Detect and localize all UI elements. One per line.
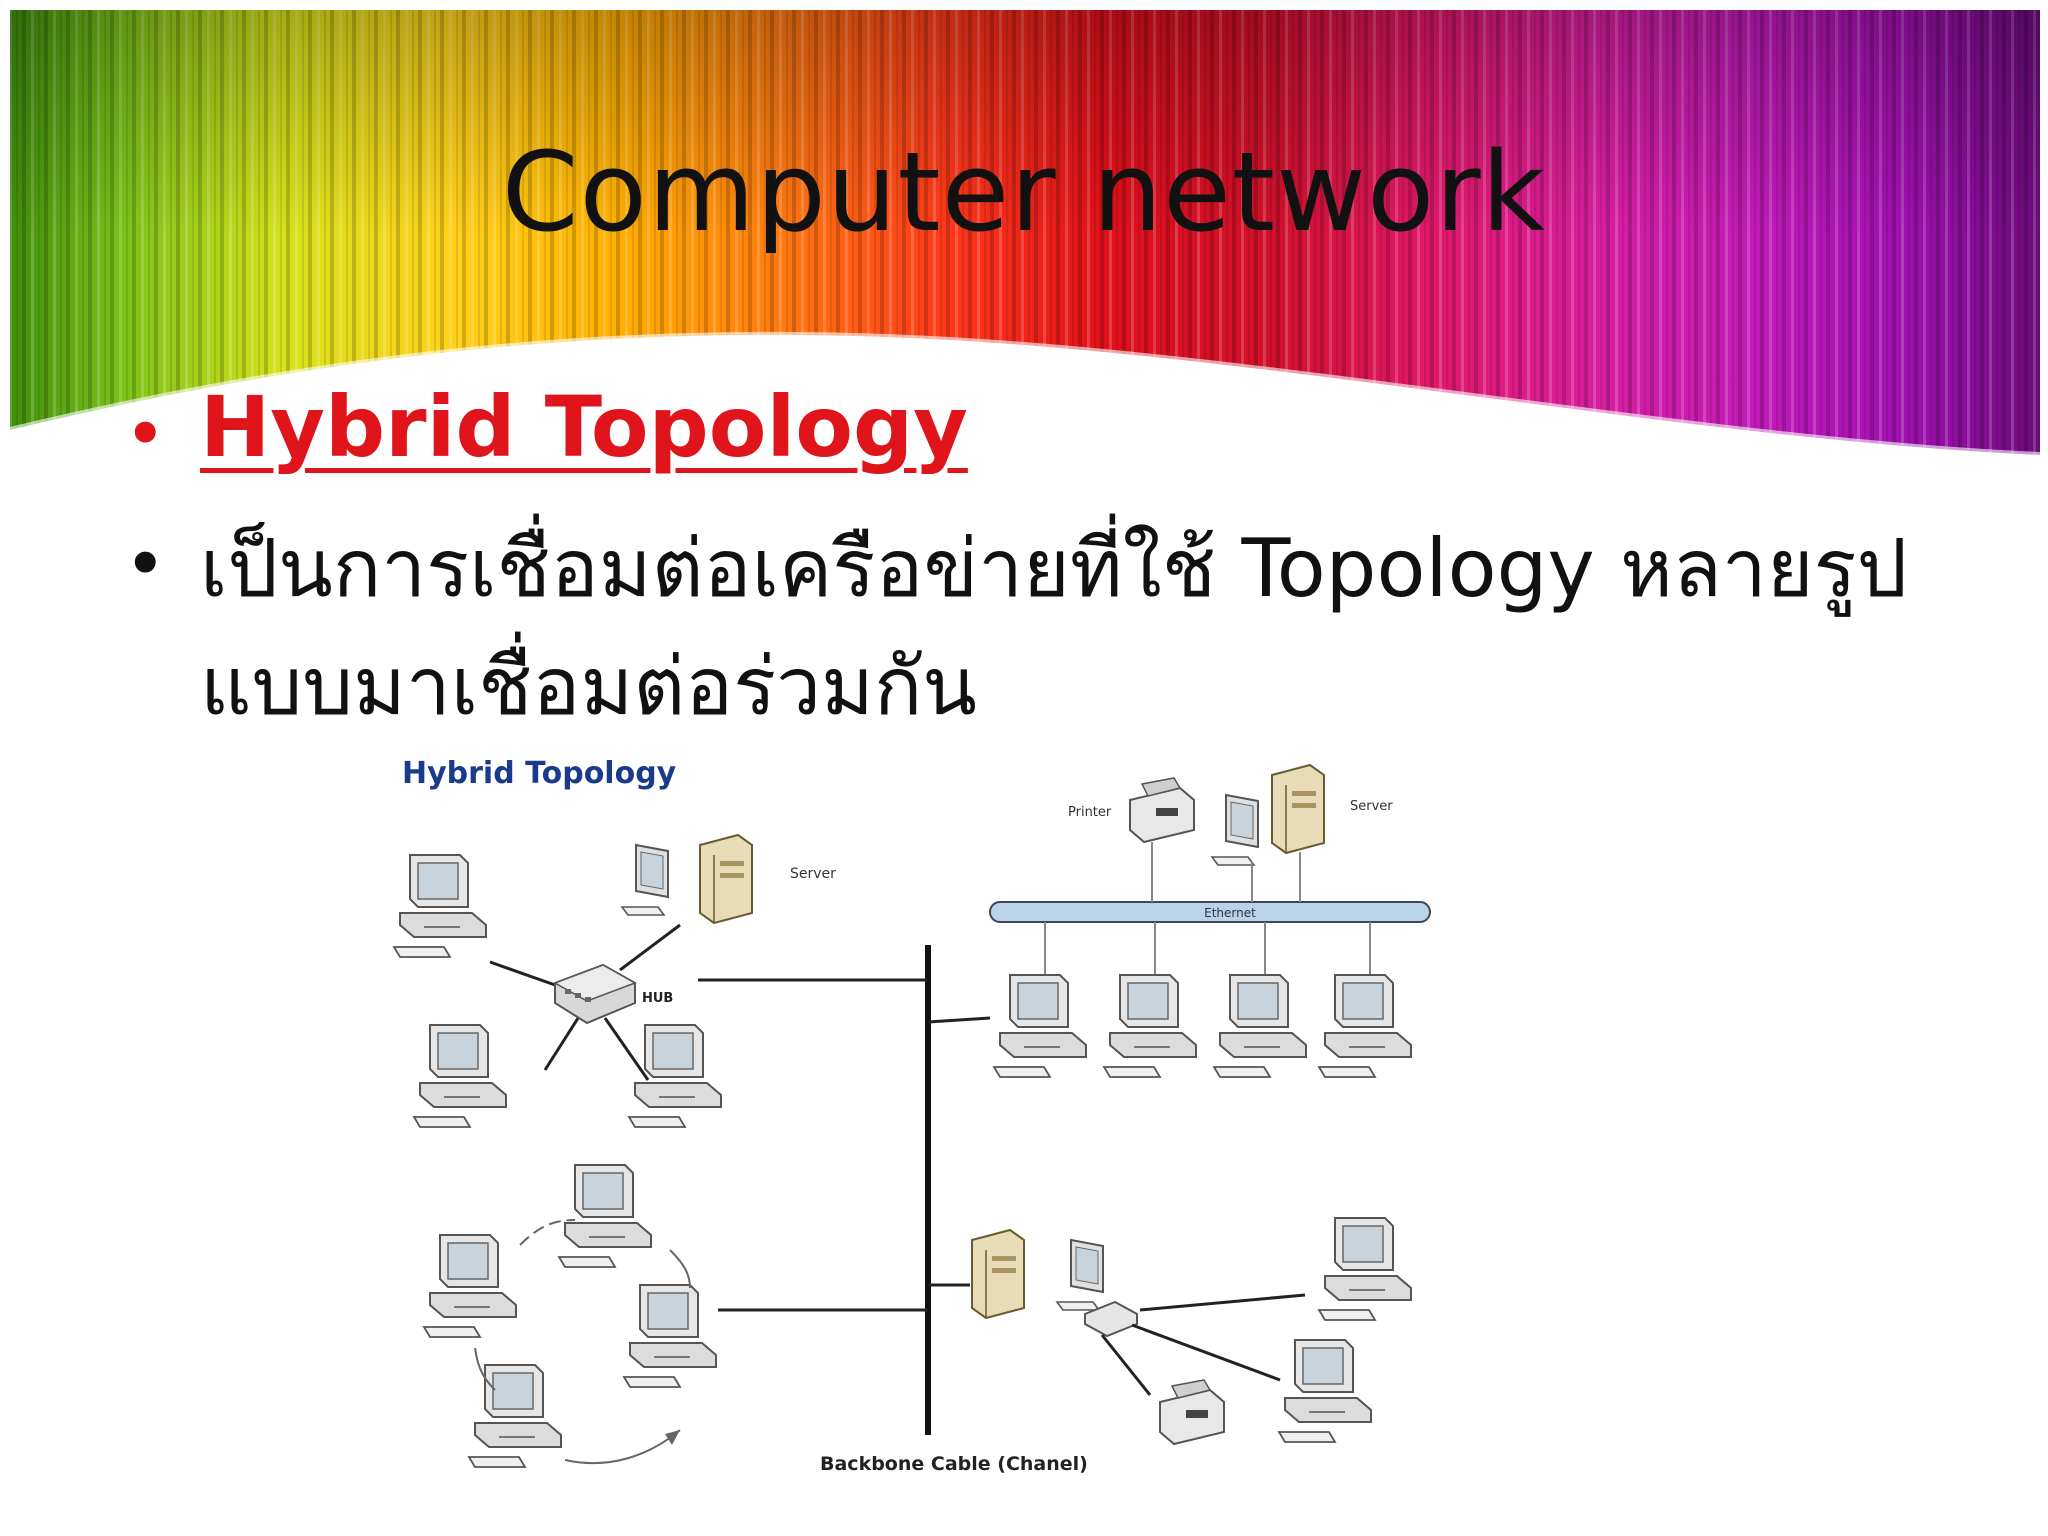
rainbow-banner: [9, 10, 2041, 458]
desktop-computer-icon: [623, 1284, 717, 1388]
desktop-computer-icon: [993, 974, 1087, 1078]
desktop-computer-icon: [1213, 974, 1307, 1078]
desktop-computer-icon: [1318, 974, 1412, 1078]
bullet-heading-hybrid: Hybrid Topology: [200, 378, 968, 476]
desktop-computer-icon: [1103, 974, 1197, 1078]
printer-icon: [1129, 777, 1195, 843]
bullet-dot: •: [124, 522, 167, 606]
server-tower-icon: [699, 834, 753, 924]
monitor-icon: [621, 844, 669, 916]
bullet-dot: •: [124, 392, 167, 476]
monitor-icon: [1056, 1239, 1104, 1311]
server-label-left: Server: [790, 866, 836, 882]
bullet-description: เป็นการเชื่อมต่อเครือข่ายที่ใช้ Topology…: [200, 522, 1908, 733]
hybrid-topology-diagram: Hybrid Topology Backbone Cable (Chanel) …: [393, 756, 1431, 1475]
hub-label: HUB: [642, 991, 673, 1006]
desktop-computer-icon: [468, 1364, 562, 1468]
slide-title: Computer network: [501, 128, 1547, 256]
desktop-computer-icon: [1278, 1339, 1372, 1443]
desktop-computer-icon: [1318, 1217, 1412, 1321]
desktop-computer-icon: [393, 854, 487, 958]
printer-label: Printer: [1068, 805, 1112, 820]
diagram-title: Hybrid Topology: [402, 756, 677, 791]
desktop-computer-icon: [423, 1234, 517, 1338]
monitor-icon: [1211, 794, 1259, 866]
printer-icon: [1159, 1379, 1225, 1445]
hub-icon: [553, 963, 637, 1025]
ethernet-bus: Ethernet: [989, 901, 1431, 923]
server-tower-icon: [1271, 764, 1325, 854]
server-label-right: Server: [1350, 799, 1393, 814]
server-tower-icon: [971, 1229, 1025, 1319]
desktop-computer-icon: [413, 1024, 507, 1128]
ethernet-label: Ethernet: [1204, 906, 1256, 920]
hub-icon: [1084, 1300, 1138, 1338]
desktop-computer-icon: [628, 1024, 722, 1128]
backbone-label: Backbone Cable (Chanel): [820, 1453, 1088, 1475]
desktop-computer-icon: [558, 1164, 652, 1268]
